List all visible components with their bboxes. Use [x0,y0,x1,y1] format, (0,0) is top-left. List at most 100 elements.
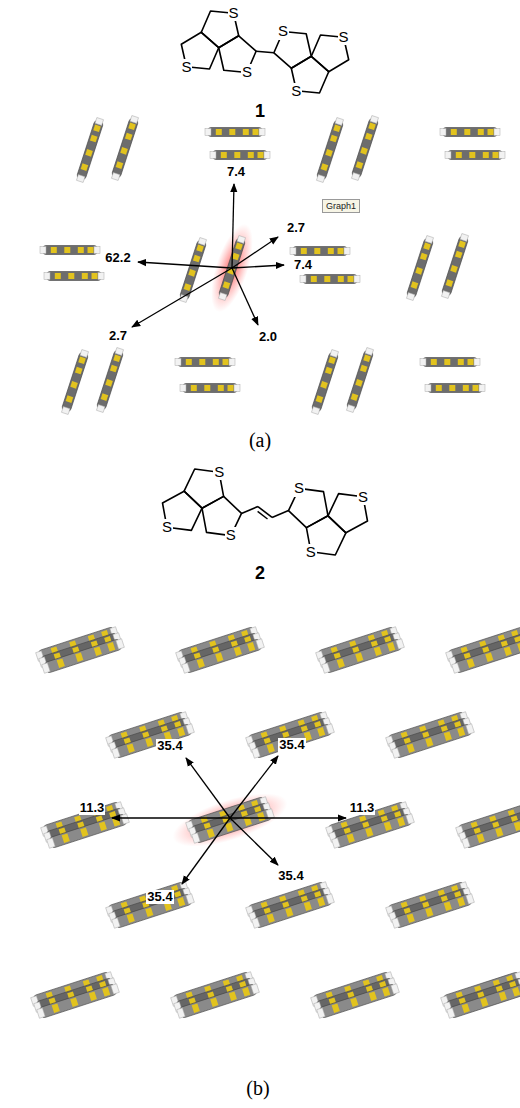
sulfur-atom [145,907,153,916]
molecule-stick [41,638,124,674]
molecule-body [293,247,347,256]
distance-value: 62.2 [104,251,131,265]
molecule-stick [425,384,485,393]
sulfur-atom [192,1003,200,1012]
molecule-body [96,350,123,410]
sulfur-atom [514,821,520,830]
sulfur-atom [338,248,344,254]
molecule-stick [316,983,399,1019]
sulfur-atom [232,253,240,261]
molecule-body [183,384,237,393]
sulfur-atom [101,393,109,401]
hydrogen-end [96,405,105,413]
sulfur-atom [444,731,452,740]
molecule-body [428,384,482,393]
hydrogen-end [98,273,104,280]
sulfur-atom [218,385,224,391]
sulfur-atom [356,161,364,169]
hydrogen-end [406,293,415,301]
sulfur-atom [469,152,475,158]
sulfur-atom [82,273,88,279]
molecule-stick [44,272,104,281]
sulfur-atom [199,359,205,365]
sulfur-atom [458,241,466,249]
sulfur-atom [62,833,70,842]
hydrogen-end [406,814,414,824]
molecule-body [464,814,520,849]
sulfur-atom [411,281,419,289]
molecule-body [184,639,262,674]
sulfur-atom [52,1003,60,1012]
sulfur-atom [355,379,363,387]
sulfur-atom [384,821,392,830]
hydrogen-end [180,385,186,392]
sulfur-atom [223,359,229,365]
sulfur-atom [387,642,395,651]
sulfur-atom [462,1003,470,1012]
molecule-body [448,151,502,160]
distance-arrow [232,268,258,325]
hydrogen-end [317,1008,325,1018]
sulfur-atom [464,129,470,135]
sulfur-atom [495,827,503,836]
distance-value: 2.0 [258,330,278,344]
sulfur-atom [105,379,113,387]
molecule-body [179,984,257,1019]
distance-arrow [230,756,278,818]
hydrogen-end [499,152,505,159]
molecule-stick [179,237,208,303]
sulfur-atom [450,265,458,273]
sulfur-atom [85,149,93,157]
molecule-stick [40,246,100,255]
hydrogen-end [425,385,431,392]
sulfur-atom [285,907,293,916]
single-bond [272,511,288,518]
molecule-body [39,984,117,1019]
graph-tag-box: Graph1 [322,199,360,213]
sulfur-atom [267,913,275,922]
distance-value: 35.4 [278,738,305,752]
sulfur-atom [333,125,341,133]
distance-arrow [186,758,230,818]
hydrogen-end [112,918,120,928]
molecule-stick [351,115,380,181]
hydrogen-end [322,663,330,673]
sulfur-atom [350,997,358,1006]
molecule-stick [391,723,474,759]
sulfur-atom [193,255,201,263]
molecule-stick [441,233,470,299]
sulfur-atom [488,129,494,135]
hydrogen-end [392,918,400,928]
panel-label: (a) [248,429,272,451]
sulfur-atom [463,385,469,391]
sulfur-atom [415,267,423,275]
molecule-body [449,984,520,1019]
hydrogen-end [365,348,374,356]
sulfur-atom [125,133,133,141]
molecule-body [254,724,332,759]
molecule-stick [176,983,259,1019]
sulfur-atom [229,991,237,1000]
sulfur-atom [70,381,78,389]
hydrogen-end [47,838,55,848]
hydrogen-end [264,152,270,159]
hydrogen-end [440,129,446,136]
molecule-body [423,358,477,367]
hydrogen-end [130,116,139,124]
sulfur-atom [78,247,84,253]
atom-label: S [225,527,237,544]
hydrogen-end [252,918,260,928]
hydrogen-end [40,247,46,254]
distance-arrow [112,817,230,818]
hydrogen-end [332,838,340,848]
single-bond [256,51,274,53]
sulfur-atom [229,129,235,135]
sulfur-atom [444,901,452,910]
sulfur-atom [128,123,136,131]
sulfur-atom [317,727,325,736]
atom-label: S [213,464,225,481]
sulfur-atom [473,385,479,391]
sulfur-atom [423,243,431,251]
sulfur-atom [145,737,153,746]
